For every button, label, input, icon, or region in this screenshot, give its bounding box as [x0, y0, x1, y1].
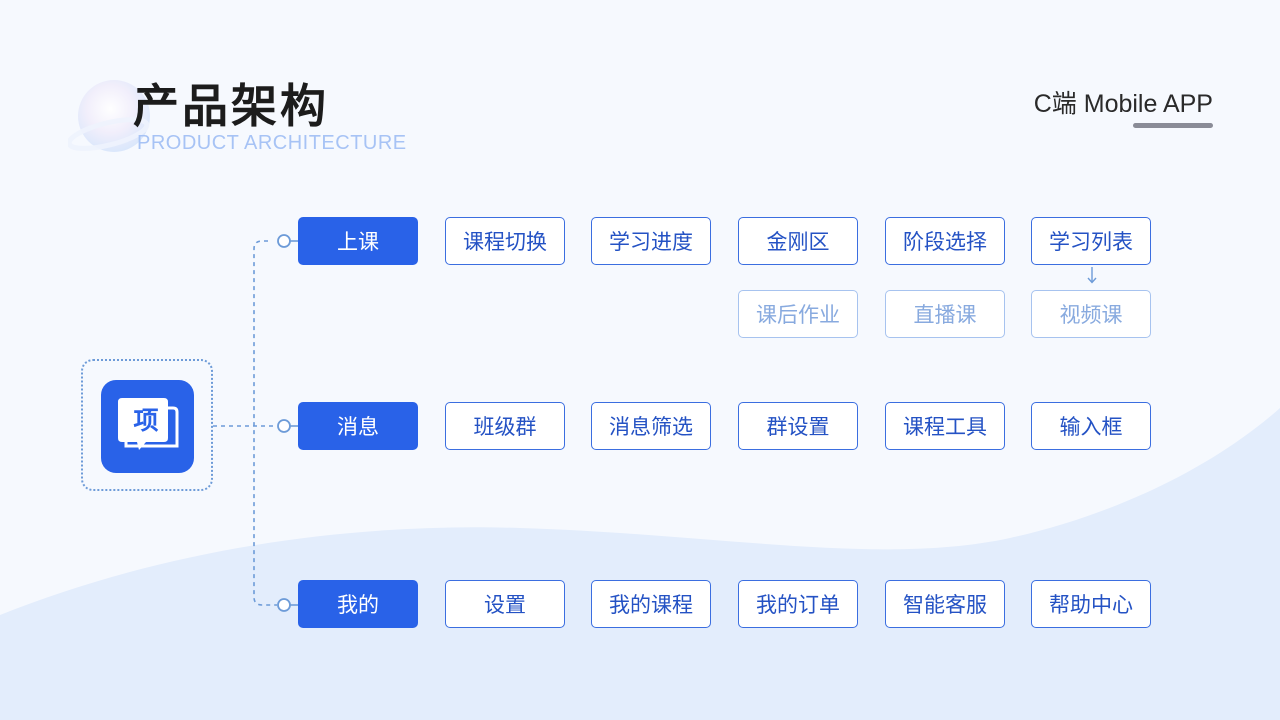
node-help-center[interactable]: 帮助中心: [1031, 580, 1151, 628]
node-course-tools[interactable]: 课程工具: [885, 402, 1005, 450]
category-node-class[interactable]: 上课: [298, 217, 418, 265]
chat-bubble-icon: [118, 398, 179, 450]
category-node-mine[interactable]: 我的: [298, 580, 418, 628]
node-message-filter[interactable]: 消息筛选: [591, 402, 711, 450]
page-subtitle: PRODUCT ARCHITECTURE: [137, 132, 407, 154]
node-input-box[interactable]: 输入框: [1031, 402, 1151, 450]
app-icon-frame: [81, 359, 213, 491]
branch-dot-2: [277, 419, 291, 433]
app-icon: 项: [101, 380, 194, 473]
node-my-orders[interactable]: 我的订单: [738, 580, 858, 628]
node-king-kong-area[interactable]: 金刚区: [738, 217, 858, 265]
platform-tag: C端 Mobile APP: [1033, 90, 1213, 118]
branch-dot-3: [277, 598, 291, 612]
branch-dot-1: [277, 234, 291, 248]
node-homework[interactable]: 课后作业: [738, 290, 858, 338]
node-study-progress[interactable]: 学习进度: [591, 217, 711, 265]
node-group-settings[interactable]: 群设置: [738, 402, 858, 450]
node-course-switch[interactable]: 课程切换: [445, 217, 565, 265]
node-study-list[interactable]: 学习列表: [1031, 217, 1151, 265]
node-smart-service[interactable]: 智能客服: [885, 580, 1005, 628]
decorative-orb-icon: [68, 80, 150, 152]
tag-underline: [1133, 123, 1213, 128]
node-class-group[interactable]: 班级群: [445, 402, 565, 450]
app-icon-glyph: 项: [133, 406, 159, 435]
page-title: 产品架构: [133, 79, 329, 133]
node-video-class[interactable]: 视频课: [1031, 290, 1151, 338]
node-settings[interactable]: 设置: [445, 580, 565, 628]
category-node-message[interactable]: 消息: [298, 402, 418, 450]
node-my-courses[interactable]: 我的课程: [591, 580, 711, 628]
node-live-class[interactable]: 直播课: [885, 290, 1005, 338]
arrow-down-icon: [1087, 267, 1097, 284]
node-stage-select[interactable]: 阶段选择: [885, 217, 1005, 265]
